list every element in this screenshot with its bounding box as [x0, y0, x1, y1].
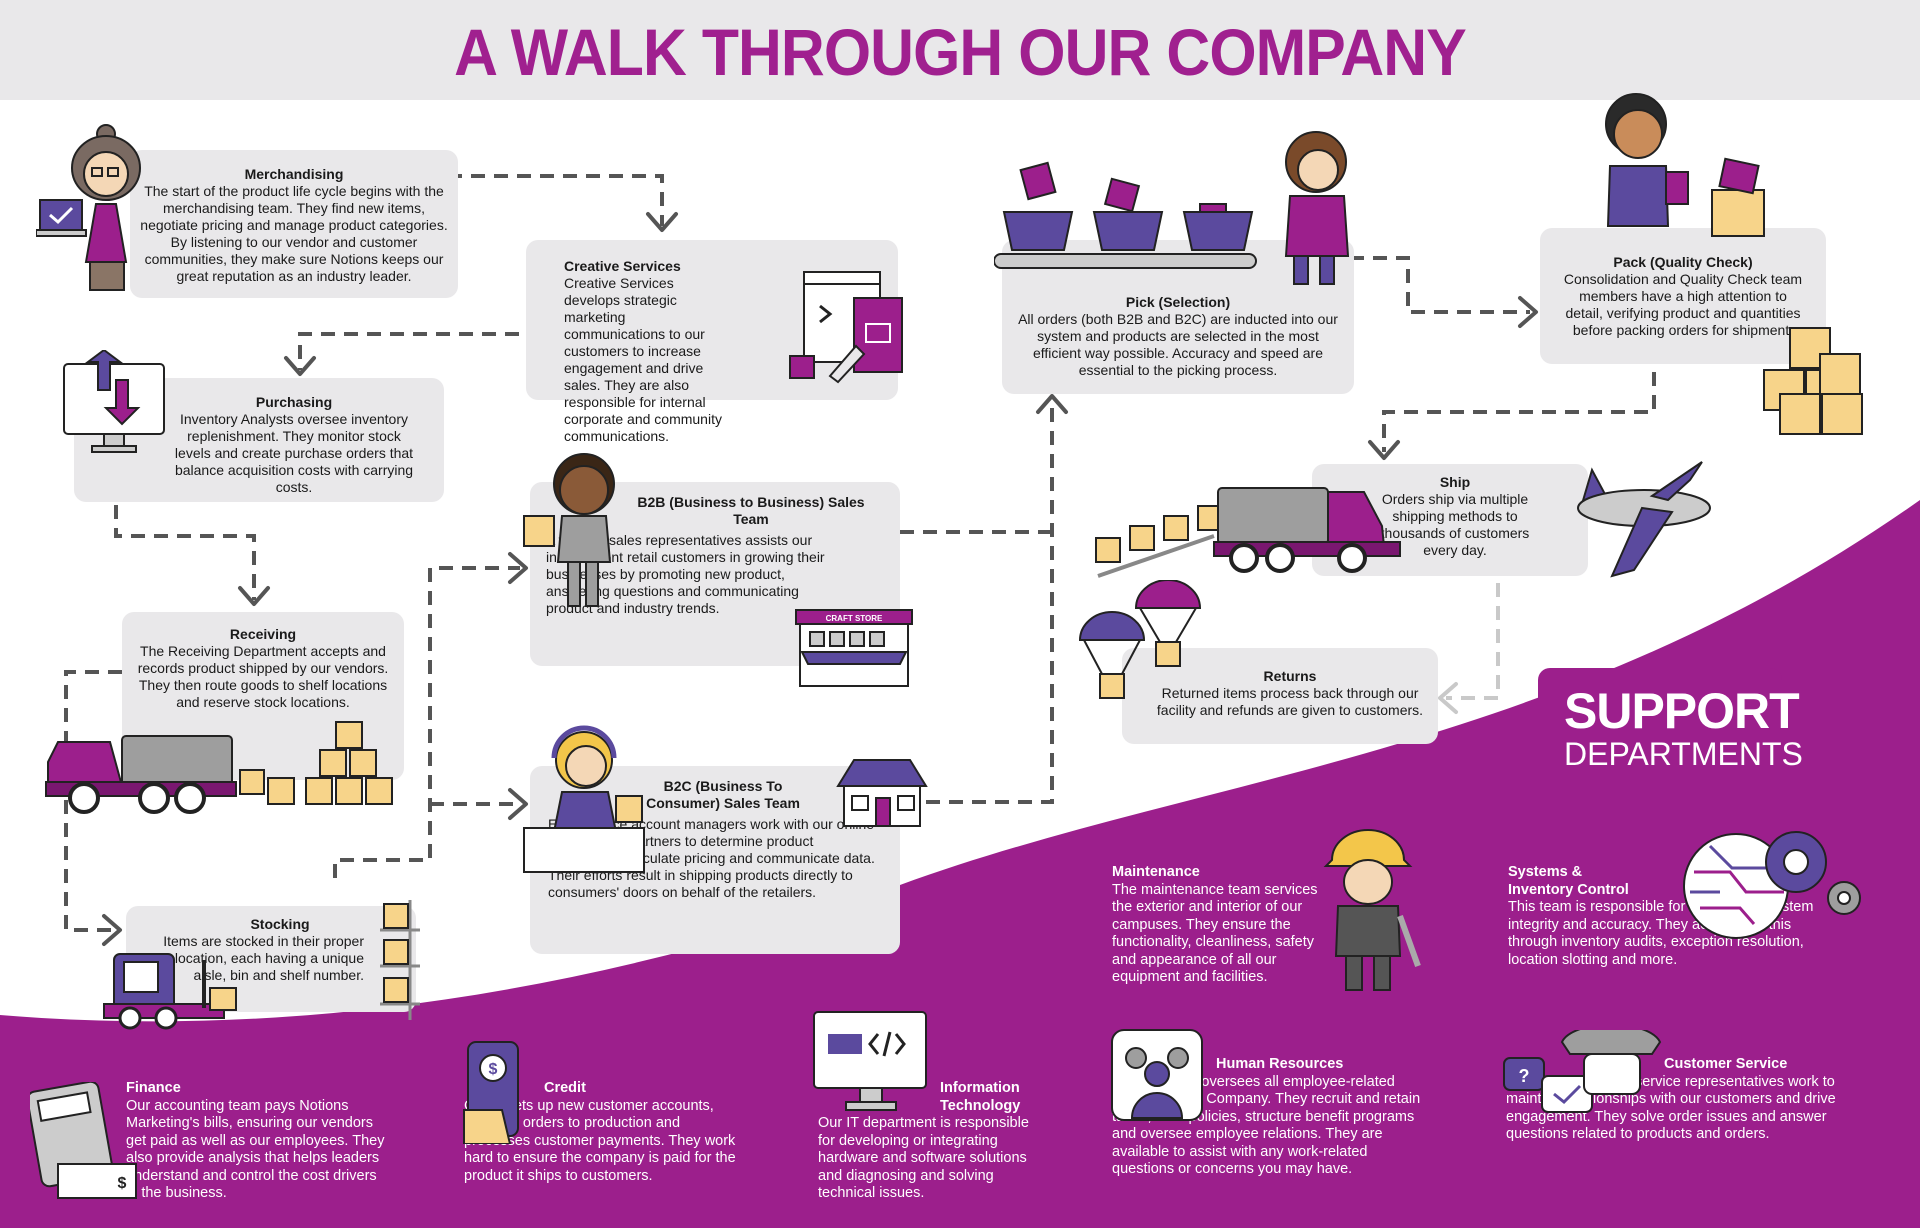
- credit-phone-icon: $: [463, 1041, 519, 1144]
- creative-window-illustration: [789, 271, 903, 384]
- header-band: [0, 0, 1920, 100]
- step-title: Purchasing: [255, 394, 333, 410]
- support-label-line1: SUPPORT: [1564, 683, 1800, 739]
- connector-creative-purchasing: [298, 332, 542, 370]
- pick-conveyor-illustration: [994, 131, 1350, 285]
- dept-body: Credit sets up new customer accounts, re…: [464, 1097, 736, 1184]
- step-body: Consolidation and Quality Check team mem…: [1563, 271, 1803, 338]
- step-title: Creative Services: [564, 258, 681, 274]
- dept-credit: Credit Credit sets up new customer accou…: [464, 1080, 736, 1185]
- arrowhead-creative: [646, 212, 678, 232]
- support-label-line2: DEPARTMENTS: [1564, 736, 1803, 772]
- connector-ship-returns: [1446, 560, 1500, 700]
- dept-title: Human Resources: [1216, 1056, 1344, 1072]
- dept-body: Our accounting team pays Notions Marketi…: [126, 1097, 385, 1202]
- step-title: B2C (Business To Consumer) Sales Team: [646, 778, 800, 811]
- step-body: The Receiving Department accepts and rec…: [137, 643, 389, 710]
- returns-parachutes-illustration: [1078, 580, 1202, 699]
- store-sign-text: CRAFT STORE: [826, 614, 883, 623]
- step-title: Ship: [1439, 474, 1471, 490]
- arrowhead-pick: [1036, 394, 1068, 414]
- connector-receiving-stocking: [64, 670, 122, 932]
- maintenance-worker-illustration: [1323, 829, 1421, 991]
- stocking-forklift-illustration: [103, 900, 420, 1030]
- hr-team-icon: [1111, 1029, 1203, 1121]
- systems-gears-illustration: [1683, 831, 1861, 939]
- svg-text:?: ?: [1519, 1066, 1530, 1086]
- step-title: Merchandising: [244, 166, 344, 182]
- dept-body: The maintenance team services the exteri…: [1112, 881, 1318, 986]
- receiving-truck-illustration: [45, 721, 393, 814]
- step-body: Orders ship via multiple shipping method…: [1380, 491, 1530, 558]
- dept-title: Credit: [544, 1080, 586, 1096]
- arrowhead-stocking: [102, 914, 122, 946]
- svg-text:$: $: [118, 1175, 127, 1192]
- step-body: Items are stocked in their proper locati…: [163, 933, 364, 983]
- dept-body: Our IT department is responsible for dev…: [818, 1115, 1029, 1201]
- step-body: Creative Services develops strategic mar…: [564, 275, 722, 444]
- step-title: Returns: [1263, 668, 1317, 684]
- ship-truck-illustration: [1095, 487, 1401, 578]
- connector-b2c-pick: [926, 404, 1054, 804]
- arrowhead-purchasing: [284, 356, 316, 376]
- house-illustration: [836, 759, 928, 827]
- b2c-operator-illustration: [523, 725, 645, 873]
- dept-title: Maintenance: [1112, 864, 1200, 880]
- customer-service-phone-icon: ?: [1503, 1030, 1662, 1113]
- connector-purchasing-receiving: [114, 482, 256, 600]
- step-title: Stocking: [250, 916, 310, 932]
- craft-store-illustration: CRAFT STORE: [795, 609, 913, 687]
- step-body: Returned items process back through our …: [1156, 685, 1424, 718]
- calculator-icon: $: [30, 1082, 137, 1199]
- connector-pack-ship: [1382, 372, 1656, 452]
- pack-worker-illustration: [1605, 93, 1765, 237]
- dept-maintenance: Maintenance The maintenance team service…: [1112, 864, 1324, 987]
- dept-finance: Finance Our accounting team pays Notions…: [126, 1080, 388, 1203]
- step-body: A team of sales representatives assists …: [546, 532, 825, 616]
- arrowhead-receiving: [238, 586, 270, 606]
- step-pack: Pack (Quality Check) Consolidation and Q…: [1540, 228, 1826, 364]
- step-body: Inventory Analysts oversee inventory rep…: [174, 411, 414, 495]
- dept-title: Customer Service: [1664, 1056, 1788, 1072]
- dept-it: Information Technology Our IT department…: [818, 1080, 1040, 1203]
- pack-boxes-illustration: [1763, 327, 1863, 435]
- b2b-salesman-illustration: [523, 453, 615, 607]
- arrowhead-pack: [1518, 296, 1538, 328]
- support-departments-badge: SUPPORT DEPARTMENTS: [1538, 668, 1803, 782]
- step-body: All orders (both B2B and B2C) are induct…: [1018, 311, 1338, 378]
- airplane-illustration: [1577, 461, 1711, 578]
- arrowhead-ship: [1368, 440, 1400, 460]
- connector-stocking-split: [333, 566, 520, 878]
- arrowhead-b2c: [508, 788, 528, 820]
- arrowhead-returns: [1438, 682, 1458, 714]
- page-title: A WALK THROUGH OUR COMPANY: [454, 15, 1467, 89]
- step-title: Pack (Quality Check): [1613, 254, 1753, 270]
- purchasing-monitor-illustration: [63, 350, 165, 453]
- svg-text:$: $: [489, 1061, 498, 1078]
- merchandiser-illustration: [36, 124, 141, 291]
- step-merchandising: Merchandising The start of the product l…: [130, 150, 458, 298]
- step-body: The start of the product life cycle begi…: [140, 183, 448, 284]
- connector-pick-pack: [1350, 256, 1530, 314]
- step-stocking: Stocking Items are stocked in their prop…: [126, 906, 416, 1012]
- step-title: B2B (Business to Business) Sales Team: [637, 494, 865, 527]
- dept-title: Information Technology: [940, 1080, 1021, 1114]
- dept-title: Finance: [126, 1080, 181, 1096]
- step-title: Pick (Selection): [1125, 294, 1231, 310]
- it-monitor-icon: [813, 1011, 927, 1111]
- dept-title: Systems & Inventory Control: [1508, 864, 1629, 898]
- connector-merch-creative: [448, 174, 664, 226]
- step-title: Receiving: [229, 626, 297, 642]
- arrowhead-b2b: [508, 552, 528, 584]
